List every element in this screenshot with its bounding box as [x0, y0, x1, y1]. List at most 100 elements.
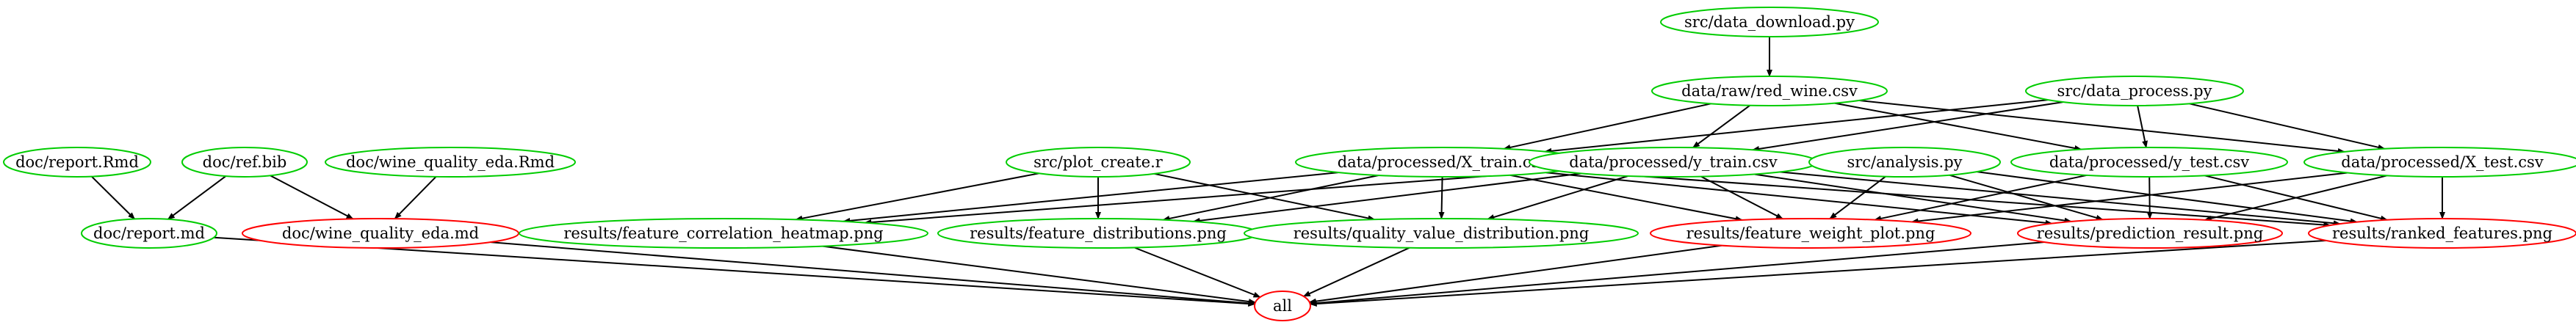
node-label: results/feature_distributions.png	[970, 224, 1227, 242]
node-y-train: data/processed/y_train.csv	[1529, 147, 1818, 178]
edge-quality_dist-to-all	[1302, 247, 1410, 297]
node-ellipse	[2017, 218, 2283, 249]
edge-x_train-to-ranked	[1562, 169, 2331, 228]
edge-src_analysis-to-pred_result	[1949, 174, 2104, 221]
edge-y_test-to-pred_result	[2146, 176, 2153, 219]
edge-y_train-to-heatmap	[864, 169, 1558, 225]
node-ellipse	[3, 147, 151, 178]
node-ellipse	[1650, 218, 1971, 249]
edge-x_train-to-weight_plot	[1509, 174, 1743, 222]
edge-x_train-to-quality_dist	[1438, 176, 1445, 219]
node-doc-report-md: doc/report.md	[81, 218, 217, 249]
node-weight-plot: results/feature_weight_plot.png	[1650, 218, 1971, 249]
node-doc-eda-rmd: doc/wine_quality_eda.Rmd	[325, 147, 576, 178]
node-feat-dist: results/feature_distributions.png	[937, 218, 1259, 249]
node-label: src/data_download.py	[1684, 13, 1855, 31]
edge-feat_dist-to-all	[1134, 247, 1261, 298]
node-pred-result: results/prediction_result.png	[2017, 218, 2283, 249]
node-doc-ref-bib: doc/ref.bib	[181, 147, 308, 178]
edge-src_data_process-to-x_train	[1544, 99, 2049, 154]
edge-src_data_process-to-y_train	[1752, 101, 2063, 152]
edge-x_test-to-pred_result	[2204, 175, 2388, 222]
node-ellipse	[2025, 76, 2244, 106]
edge-src_data_process-to-x_test	[2189, 103, 2386, 150]
node-quality-dist: results/quality_value_distribution.png	[1244, 218, 1639, 249]
edge-data_raw-to-y_test	[1834, 102, 2082, 151]
edge-x_train-to-heatmap	[843, 172, 1338, 224]
node-label: data/processed/X_test.csv	[2341, 153, 2544, 171]
edge-heatmap-to-all	[822, 245, 1257, 305]
node-all: all	[1254, 291, 1311, 321]
edge-src_plot_create-to-heatmap	[795, 172, 1039, 222]
node-src-analysis: src/analysis.py	[1808, 147, 2001, 178]
edge-data_raw-to-y_train	[1692, 104, 1750, 149]
edge-doc_eda_rmd-to-doc_eda_md	[394, 176, 437, 219]
node-label: data/processed/y_test.csv	[2049, 153, 2249, 171]
node-label: data/processed/y_train.csv	[1569, 153, 1778, 171]
node-ellipse	[2303, 147, 2576, 178]
edge-y_train-to-feat_dist	[1192, 172, 1582, 224]
node-ellipse	[1244, 218, 1639, 249]
node-label: results/feature_weight_plot.png	[1686, 224, 1935, 242]
node-ellipse	[1651, 76, 1888, 106]
edge-src_data_process-to-y_test	[2137, 105, 2148, 148]
edge-y_train-to-weight_plot	[1700, 175, 1783, 220]
node-ranked: results/ranked_features.png	[2308, 218, 2576, 249]
node-doc-report-rmd: doc/report.Rmd	[3, 147, 151, 178]
edge-pred_result-to-all	[1309, 241, 2045, 307]
edge-doc_ref_bib-to-doc_eda_md	[270, 175, 354, 220]
node-label: doc/ref.bib	[203, 153, 287, 171]
edge-weight_plot-to-all	[1308, 244, 1722, 304]
nodes-layer: src/data_download.py data/raw/red_wine.cs…	[3, 7, 2576, 321]
edge-src_analysis-to-ranked	[1977, 171, 2358, 224]
node-src-plot-create: src/plot_create.r	[1006, 147, 1191, 178]
node-ellipse	[2010, 147, 2288, 178]
node-src-data-process: src/data_process.py	[2025, 76, 2244, 106]
node-ellipse	[181, 147, 308, 178]
node-label: data/processed/X_train.csv	[1338, 153, 1548, 171]
edge-y_train-to-quality_dist	[1487, 175, 1628, 220]
node-x-test: data/processed/X_test.csv	[2303, 147, 2576, 178]
node-heatmap: results/feature_correlation_heatmap.png	[519, 218, 928, 249]
edge-y_test-to-weight_plot	[1874, 174, 2088, 222]
node-label: results/feature_correlation_heatmap.png	[563, 224, 883, 242]
node-label: doc/report.md	[93, 224, 205, 242]
edge-doc_report_rmd-to-doc_report_md	[91, 175, 136, 220]
node-ellipse	[1660, 7, 1879, 37]
node-doc-eda-md: doc/wine_quality_eda.md	[242, 218, 519, 249]
edge-data_raw-to-x_train	[1503, 103, 1711, 150]
edge-y_train-to-pred_result	[1754, 173, 2072, 224]
edge-ranked-to-all	[1309, 239, 2326, 307]
node-data-raw: data/raw/red_wine.csv	[1651, 76, 1888, 106]
edges-layer	[91, 37, 2445, 307]
node-label: results/quality_value_distribution.png	[1294, 224, 1590, 242]
node-label: results/prediction_result.png	[2037, 224, 2263, 242]
node-ellipse	[325, 147, 576, 178]
edge-data_raw-to-x_test	[1858, 99, 2345, 154]
edge-src_analysis-to-weight_plot	[1829, 175, 1886, 219]
edge-y_train-to-ranked	[1780, 171, 2341, 227]
edge-x_test-to-weight_plot	[1911, 172, 2348, 224]
node-label: doc/wine_quality_eda.md	[282, 224, 479, 242]
node-y-test: data/processed/y_test.csv	[2010, 147, 2288, 178]
edge-x_train-to-feat_dist	[1162, 175, 1379, 222]
node-src-data-download: src/data_download.py	[1660, 7, 1879, 37]
node-label: data/raw/red_wine.csv	[1681, 82, 1858, 100]
node-label: doc/wine_quality_eda.Rmd	[346, 153, 555, 171]
node-label: all	[1273, 297, 1292, 315]
node-ellipse	[1006, 147, 1191, 178]
node-label: src/analysis.py	[1847, 153, 1962, 171]
node-ellipse	[81, 218, 217, 249]
node-ellipse	[2308, 218, 2576, 249]
node-ellipse	[519, 218, 928, 249]
node-label: src/data_process.py	[2057, 82, 2212, 100]
edge-doc_eda_md-to-all	[490, 241, 1256, 307]
node-label: results/ranked_features.png	[2332, 224, 2552, 242]
edge-src_plot_create-to-quality_dist	[1154, 172, 1376, 222]
node-label: doc/report.Rmd	[15, 153, 139, 171]
edge-doc_ref_bib-to-doc_report_md	[167, 175, 226, 220]
node-label: src/plot_create.r	[1033, 153, 1163, 171]
node-ellipse	[1808, 147, 2001, 178]
node-ellipse	[1254, 291, 1311, 321]
